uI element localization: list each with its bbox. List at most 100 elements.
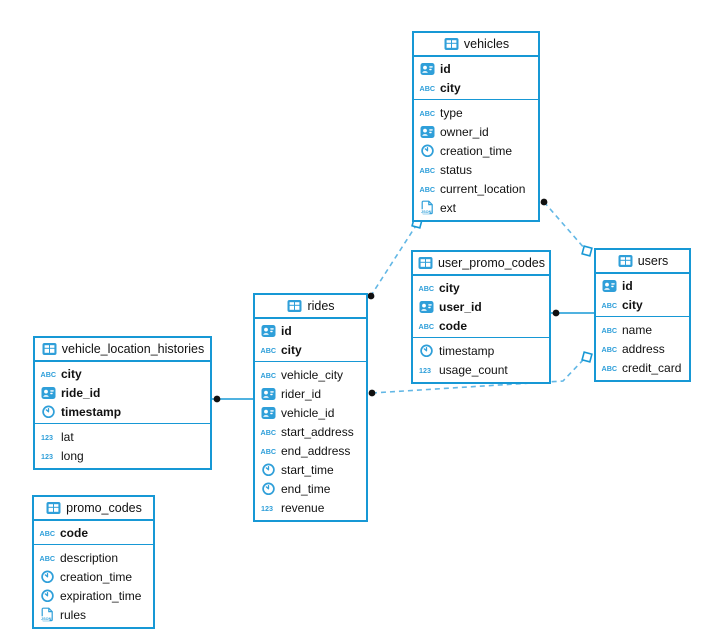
column-label: city — [281, 342, 302, 357]
svg-text:ABC: ABC — [261, 371, 277, 380]
svg-text:ABC: ABC — [419, 284, 435, 293]
table-header[interactable]: users — [596, 250, 689, 274]
column-label: lat — [61, 429, 74, 444]
column-code[interactable]: ABC code — [413, 316, 549, 335]
svg-text:123: 123 — [261, 504, 273, 513]
svg-text:ABC: ABC — [602, 345, 618, 354]
column-city[interactable]: ABC city — [596, 295, 689, 314]
column-status[interactable]: ABC status — [414, 160, 538, 179]
svg-text:ABC: ABC — [41, 370, 57, 379]
column-label: rules — [60, 607, 87, 622]
svg-text:JSON: JSON — [41, 617, 52, 621]
svg-text:ABC: ABC — [602, 301, 618, 310]
column-user_id[interactable]: user_id — [413, 297, 549, 316]
svg-text:ABC: ABC — [420, 185, 436, 194]
column-id[interactable]: id — [414, 59, 538, 78]
number-icon: 123 — [40, 448, 57, 463]
table-icon — [417, 256, 434, 271]
column-id[interactable]: id — [596, 276, 689, 295]
column-label: end_address — [281, 443, 351, 458]
endpoint-dot — [552, 309, 560, 317]
column-label: city — [622, 297, 643, 312]
table-header[interactable]: rides — [255, 295, 366, 319]
endpoint-square — [581, 351, 593, 363]
table-header[interactable]: vehicle_location_histories — [35, 338, 210, 362]
column-id[interactable]: id — [255, 321, 366, 340]
svg-text:ABC: ABC — [420, 166, 436, 175]
clock-icon — [40, 404, 57, 419]
text-icon: ABC — [418, 318, 435, 333]
column-label: status — [440, 162, 473, 177]
endpoint-dot — [367, 292, 375, 300]
column-label: code — [439, 318, 468, 333]
column-label: creation_time — [440, 143, 513, 158]
id-icon — [419, 124, 436, 139]
column-ride_id[interactable]: ride_id — [35, 383, 210, 402]
clock-icon — [260, 462, 277, 477]
column-timestamp[interactable]: timestamp — [35, 402, 210, 421]
svg-text:ABC: ABC — [420, 84, 436, 93]
id-icon — [419, 61, 436, 76]
table-icon — [286, 299, 303, 314]
id-icon — [260, 386, 277, 401]
column-label: description — [60, 550, 119, 565]
clock-icon — [39, 588, 56, 603]
column-timestamp[interactable]: timestamp — [413, 341, 549, 360]
table-name: rides — [307, 299, 335, 313]
column-label: usage_count — [439, 362, 508, 377]
column-start_time[interactable]: start_time — [255, 460, 366, 479]
id-icon — [601, 278, 618, 293]
svg-text:ABC: ABC — [602, 364, 618, 373]
column-owner_id[interactable]: owner_id — [414, 122, 538, 141]
svg-text:ABC: ABC — [261, 447, 277, 456]
column-vehicle_id[interactable]: vehicle_id — [255, 403, 366, 422]
clock-icon — [39, 569, 56, 584]
column-creation_time[interactable]: creation_time — [34, 567, 153, 586]
column-rider_id[interactable]: rider_id — [255, 384, 366, 403]
table-name: promo_codes — [66, 501, 142, 515]
column-label: timestamp — [61, 404, 122, 419]
table-header[interactable]: user_promo_codes — [413, 252, 549, 276]
column-expiration_time[interactable]: expiration_time — [34, 586, 153, 605]
table-header[interactable]: vehicles — [414, 33, 538, 57]
column-label: id — [440, 61, 451, 76]
column-label: timestamp — [439, 343, 495, 358]
text-icon: ABC — [419, 80, 436, 95]
svg-text:ABC: ABC — [420, 109, 436, 118]
column-creation_time[interactable]: creation_time — [414, 141, 538, 160]
column-end_time[interactable]: end_time — [255, 479, 366, 498]
column-rules[interactable]: JSON rules — [34, 605, 153, 624]
svg-text:ABC: ABC — [40, 529, 56, 538]
column-end_address[interactable]: ABC end_address — [255, 441, 366, 460]
table-header[interactable]: promo_codes — [34, 497, 153, 521]
text-icon: ABC — [418, 280, 435, 295]
svg-text:ABC: ABC — [602, 326, 618, 335]
